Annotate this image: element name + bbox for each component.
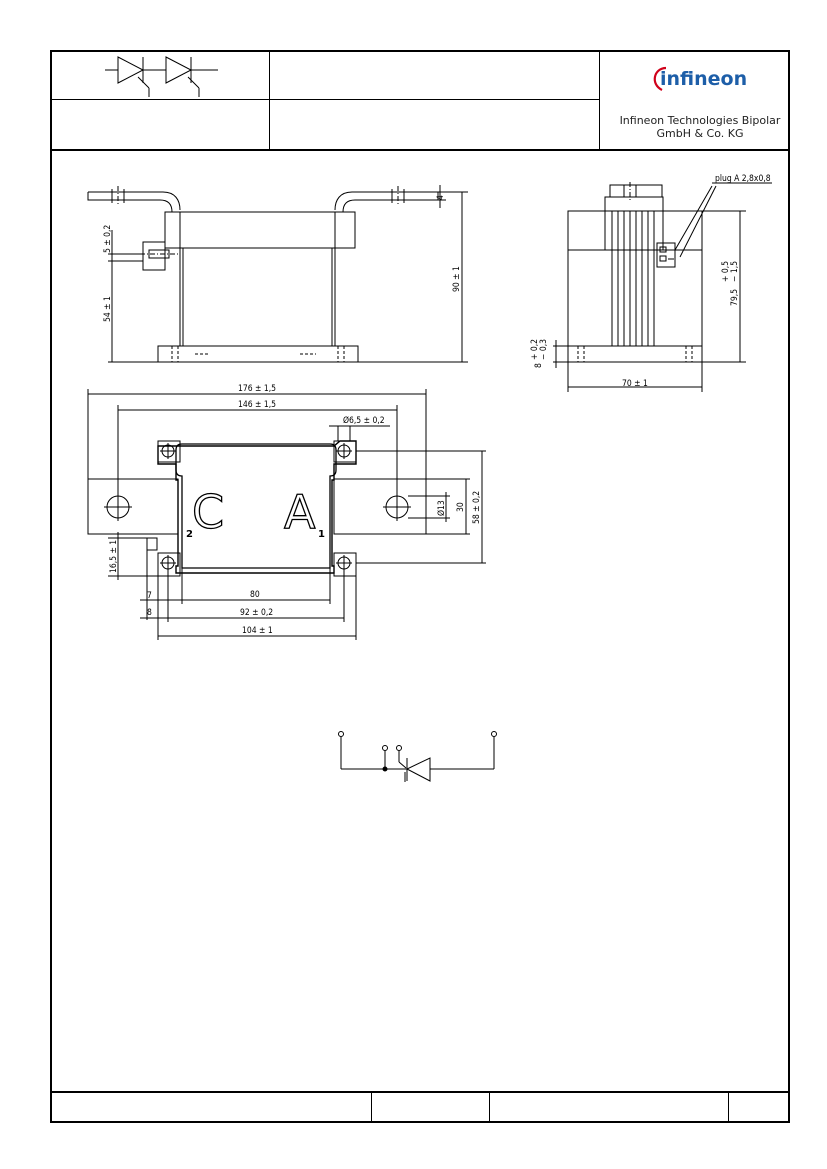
dim-7: 7 bbox=[147, 591, 152, 601]
footer-divider-1 bbox=[371, 1092, 372, 1122]
dim-8-bottom: 8 bbox=[147, 608, 152, 618]
dim-79-5-tol-plus: + 0,5 bbox=[721, 261, 731, 282]
company-name: Infineon Technologies Bipolar GmbH & Co.… bbox=[612, 114, 788, 140]
dim-176: 176 ± 1,5 bbox=[238, 384, 276, 394]
label-anode: A bbox=[284, 485, 316, 539]
top-view bbox=[87, 389, 486, 640]
dim-70: 70 ± 1 bbox=[622, 379, 648, 389]
pin-2: 2 bbox=[186, 529, 193, 540]
dim-hole: Ø6,5 ± 0,2 bbox=[343, 415, 385, 426]
company-name-line2: GmbH & Co. KG bbox=[656, 127, 744, 140]
circuit-symbol-icon bbox=[338, 731, 497, 782]
dim-16-5: 16,5 ± 1 bbox=[109, 540, 119, 573]
dim-80: 80 bbox=[250, 590, 260, 600]
dim-79-5-tol-minus: − 1,5 bbox=[730, 261, 740, 282]
thyristor-symbol-icon bbox=[105, 56, 218, 97]
dim-104: 104 ± 1 bbox=[242, 626, 273, 636]
dim-8-tol-plus: + 0,2 bbox=[530, 339, 540, 360]
title-block-bottom bbox=[50, 149, 790, 151]
pin-1: 1 bbox=[318, 529, 325, 540]
company-name-line1: Infineon Technologies Bipolar bbox=[619, 114, 781, 127]
dim-58: 58 ± 0,2 bbox=[472, 491, 482, 524]
title-block-divider bbox=[50, 99, 600, 100]
dim-8: 8 bbox=[534, 363, 544, 368]
dim-90: 90 ± 1 bbox=[452, 266, 462, 292]
footer-divider-2 bbox=[489, 1092, 490, 1122]
dim-gate-5: 5 ± 0,2 bbox=[103, 225, 113, 253]
title-block-divider-v2 bbox=[599, 50, 600, 150]
label-cathode: C bbox=[192, 485, 224, 539]
dim-146: 146 ± 1,5 bbox=[238, 400, 276, 410]
front-view bbox=[87, 185, 468, 363]
logo-text: infineon bbox=[660, 68, 747, 90]
footer-divider-3 bbox=[728, 1092, 729, 1122]
title-block-divider-v1 bbox=[269, 50, 270, 150]
dim-54: 54 ± 1 bbox=[103, 296, 113, 322]
side-view bbox=[553, 182, 772, 392]
dim-4: 4 bbox=[436, 195, 446, 200]
drawing-frame bbox=[50, 50, 790, 1123]
dim-13: Ø13 bbox=[436, 500, 447, 516]
infineon-logo: infineon bbox=[653, 66, 747, 91]
plug-label: plug A 2,8x0,8 bbox=[715, 174, 771, 184]
dim-8-tol-minus: − 0,3 bbox=[539, 339, 549, 360]
dim-79-5: 79,5 bbox=[730, 289, 740, 306]
footer-top bbox=[50, 1091, 790, 1093]
dim-30: 30 bbox=[456, 502, 466, 512]
dim-92: 92 ± 0,2 bbox=[240, 608, 273, 618]
